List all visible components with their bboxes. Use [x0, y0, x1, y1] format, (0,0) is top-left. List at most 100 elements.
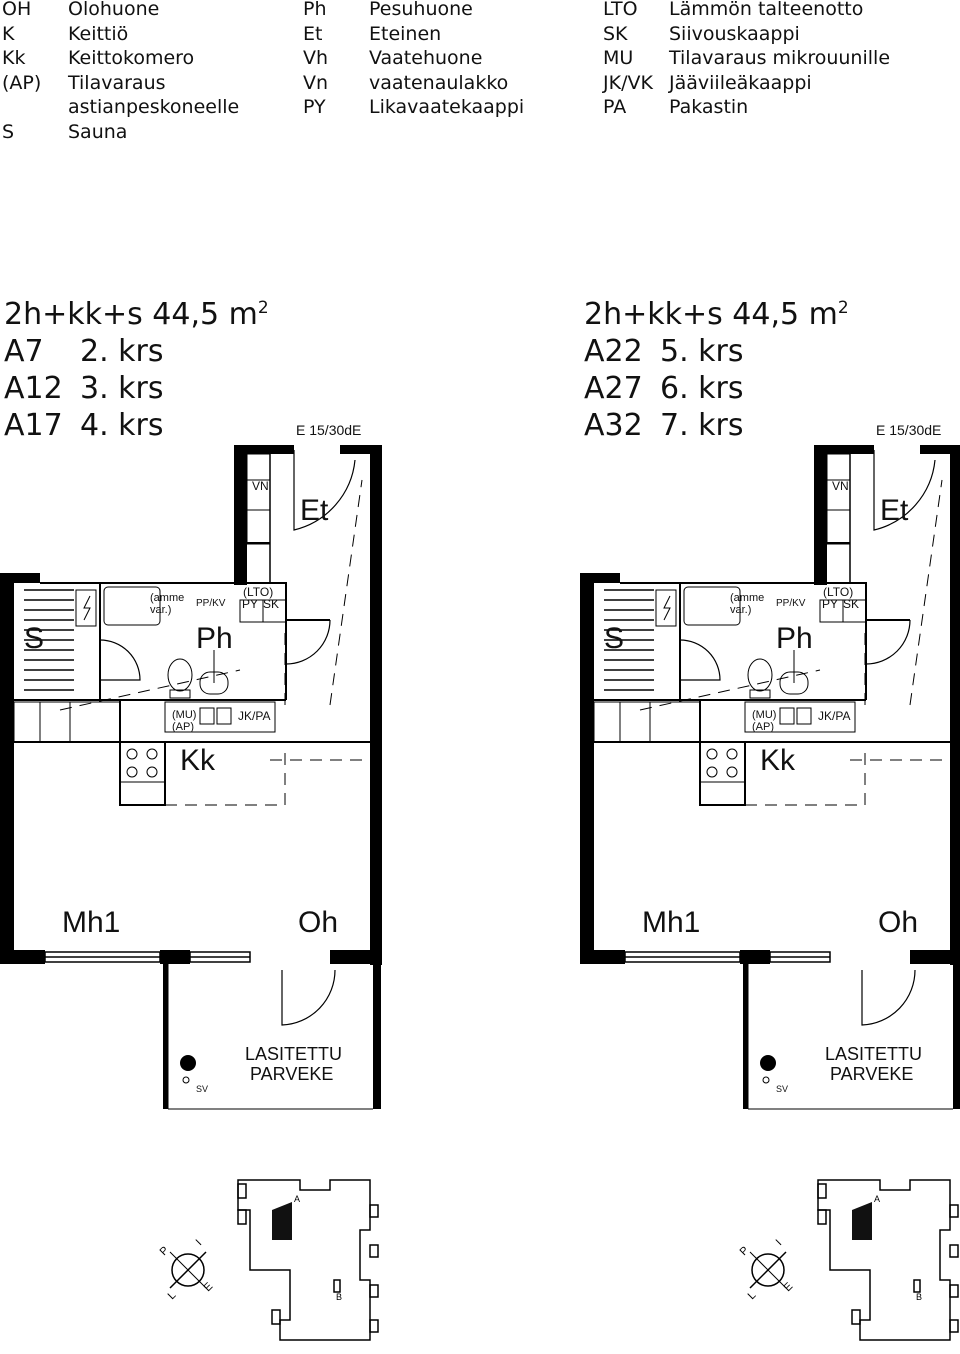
legend-names-col3: Lämmön talteenotto Siivouskaappi Tilavar… — [669, 0, 890, 120]
compass-needle-cross — [749, 1251, 787, 1289]
legend-code: PY — [303, 96, 326, 118]
legend-code: Kk — [2, 47, 26, 69]
legend-code: OH — [2, 0, 32, 20]
compass-letter: L — [166, 1289, 179, 1302]
legend-code: Et — [303, 22, 323, 45]
floor: 2. krs — [80, 334, 164, 369]
compass-needle-cross — [169, 1251, 207, 1289]
key-marker: B — [916, 1292, 922, 1302]
balcony — [747, 964, 953, 1110]
compass-letter: I — [774, 1237, 785, 1248]
legend-names-col1: Olohuone Keittiö Keittokomero Tilavaraus… — [68, 0, 239, 144]
unit-row: A7 2. krs — [4, 333, 269, 370]
sv-label: SV — [776, 1084, 788, 1094]
oh-label: Oh — [878, 906, 918, 939]
compass: P I E L — [158, 1237, 216, 1302]
legend-name: Siivouskaappi — [669, 22, 800, 45]
amme-label: (amme — [150, 592, 184, 604]
apartment-number: A22 — [584, 334, 643, 369]
apartment-type: 2h+kk+s 44,5 m2 — [584, 297, 849, 332]
compass-letter: E — [782, 1280, 796, 1294]
compass-letter: P — [158, 1244, 172, 1258]
apartment-number: A17 — [4, 408, 63, 443]
legend-code: (AP) — [2, 71, 42, 94]
legend-code: PA — [603, 96, 627, 118]
legend-code: K — [2, 22, 15, 45]
legend: OH K Kk (AP) S Olohuone Keittiö Keittoko… — [0, 0, 960, 150]
floor: 5. krs — [660, 334, 744, 369]
apartment-number: A7 — [4, 334, 44, 369]
compass-letter: E — [202, 1280, 216, 1294]
floor-plan-drawing: E 15/30dE VN Et (LTO) PY SK (amme var.) … — [580, 422, 960, 1110]
lasitettu-label: LASITETTU — [825, 1044, 922, 1064]
oh-label: Oh — [298, 906, 338, 939]
key-plan-right: P I E L A B — [580, 1170, 960, 1350]
legend-code: JK/VK — [603, 71, 653, 94]
mh1-label: Mh1 — [642, 906, 700, 939]
floor: 3. krs — [80, 371, 164, 406]
py-label: PY — [242, 597, 258, 611]
vn-label: VN — [252, 479, 269, 493]
floor-plan-left: 2h+kk+s 44,5 m2 A7 2. krs A12 3. krs A17 4.… — [0, 290, 480, 1150]
et-label: Et — [880, 494, 909, 527]
py-label: PY — [822, 597, 838, 611]
pp-kv-label: PP/KV — [776, 598, 806, 609]
dashed-lines — [59, 479, 370, 806]
legend-codes-col1: OH K Kk (AP) S — [2, 0, 41, 144]
floor-plan-drawing: E 15/30dE VN Et (LTO) PY SK (amme var.) … — [0, 422, 382, 1110]
ap-label: (AP) — [172, 721, 194, 733]
legend-code: Ph — [303, 0, 327, 20]
amme-label: (amme — [730, 592, 764, 604]
apartment-number: A12 — [4, 371, 63, 406]
sk-label: SK — [263, 597, 279, 611]
windows — [44, 951, 251, 1100]
legend-code — [2, 95, 41, 120]
legend-code: LTO — [603, 0, 638, 20]
apartment-highlight — [272, 1202, 292, 1240]
floor: 4. krs — [80, 408, 164, 443]
compass-circle — [171, 1253, 205, 1287]
et-label: Et — [300, 494, 329, 527]
walls — [580, 445, 960, 1109]
compass-letter: P — [738, 1244, 752, 1258]
apartment-number: A27 — [584, 371, 643, 406]
apartment-type: 2h+kk+s 44,5 m2 — [4, 297, 269, 332]
windows — [624, 951, 831, 1100]
kk-label: Kk — [180, 744, 216, 777]
parveke-label: PARVEKE — [250, 1064, 333, 1084]
key-marker: A — [294, 1194, 300, 1204]
lasitettu-label: LASITETTU — [245, 1044, 342, 1064]
legend-names-col2: Pesuhuone Eteinen Vaatehuone vaatenaulak… — [369, 0, 524, 120]
compass-circle — [751, 1253, 785, 1287]
legend-name: Likavaatekaappi — [369, 96, 525, 118]
apartment-highlight — [852, 1202, 872, 1240]
legend-name: Eteinen — [369, 22, 442, 45]
dashed-lines — [639, 479, 950, 806]
legend-name: Jääviileäkaappi — [669, 71, 812, 94]
lto-label: (LTO) — [243, 585, 273, 599]
legend-name: vaatenaulakko — [369, 71, 509, 94]
amme-var-label: var.) — [730, 604, 751, 616]
key-plan-left: P I E L A B — [0, 1170, 480, 1350]
legend-code: Vn — [303, 71, 329, 94]
apartment-number: A32 — [584, 408, 643, 443]
unit-row: A12 3. krs — [4, 370, 269, 407]
pp-kv-label: PP/KV — [196, 598, 226, 609]
mu-label: (MU) — [172, 709, 196, 721]
key-marker: A — [874, 1194, 880, 1204]
sauna-benches — [24, 589, 97, 691]
unit-row: A22 5. krs — [584, 333, 849, 370]
building-outline — [817, 1179, 959, 1341]
lto-label: (LTO) — [823, 585, 853, 599]
legend-code: MU — [603, 47, 634, 69]
floor: 7. krs — [660, 408, 744, 443]
legend-codes-col2: Ph Et Vh Vn PY — [303, 0, 328, 120]
legend-name: Sauna — [68, 120, 128, 143]
balcony — [167, 964, 373, 1110]
drain-outlet — [762, 1076, 770, 1084]
sauna-benches — [604, 589, 677, 691]
key-marker: B — [336, 1292, 342, 1302]
vn-label: VN — [832, 479, 849, 493]
